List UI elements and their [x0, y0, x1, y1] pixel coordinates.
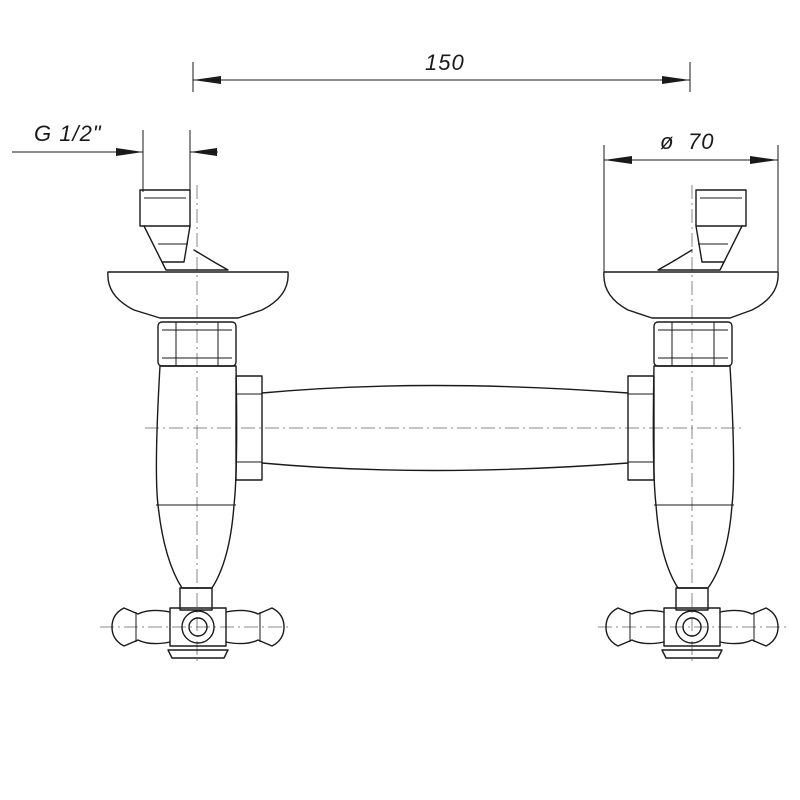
left-inlet-nipple [139, 189, 229, 271]
dimension-center-distance: 150 [192, 50, 691, 92]
dimension-thread: G 1/2" [12, 121, 218, 192]
diameter-symbol: ø [660, 129, 674, 154]
center-lines [100, 185, 790, 665]
left-valve-barrel [155, 365, 238, 589]
left-spindle [179, 587, 213, 611]
right-valve-handle [605, 607, 779, 659]
right-spindle [675, 587, 709, 611]
right-cover-rosette [603, 271, 779, 319]
right-inlet-nipple [657, 189, 747, 271]
left-valve [107, 189, 289, 659]
right-valve [603, 189, 779, 659]
right-hex-nut [653, 321, 733, 367]
left-cover-rosette [107, 271, 289, 319]
left-side-boss [235, 375, 263, 481]
left-valve-handle [111, 607, 285, 659]
dimension-70-label: 70 [688, 129, 714, 154]
dimension-thread-label: G 1/2" [34, 121, 102, 146]
right-side-boss [627, 375, 655, 481]
right-valve-barrel [652, 365, 735, 589]
dimension-diameter: ø 70 [603, 129, 779, 272]
dimension-150-label: 150 [425, 50, 465, 75]
